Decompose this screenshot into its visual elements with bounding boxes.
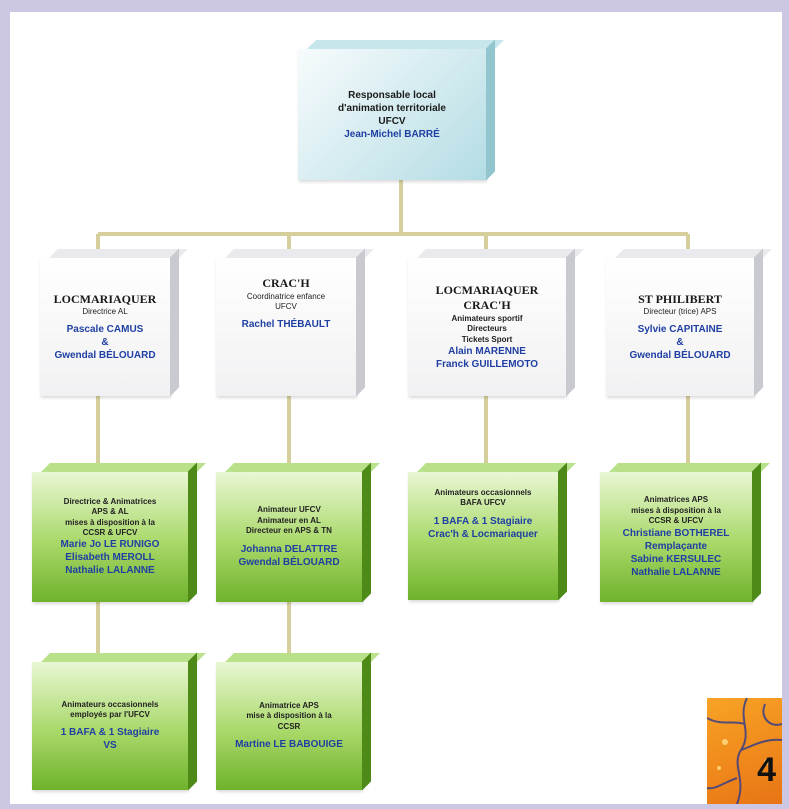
root-name: Jean-Michel BARRÉ xyxy=(344,128,440,140)
root-line-3: UFCV xyxy=(378,115,406,127)
col2-l3-line-3: CCSR xyxy=(277,721,301,731)
col1-l1-name-2: & xyxy=(101,337,109,349)
col3-level1-box: LOCMARIAQUER CRAC'H Animateurs sportif D… xyxy=(408,258,566,396)
page-number-badge: 4 xyxy=(707,698,782,804)
col4-l2-name-3: Sabine KERSULEC xyxy=(630,553,722,565)
col1-l2-name-2: Elisabeth MEROLL xyxy=(65,552,155,564)
col3-l1-name-2: Franck GUILLEMOTO xyxy=(435,359,539,371)
col2-l2-line-1: Animateur UFCV xyxy=(257,505,321,515)
col1-l3-line-1: Animateurs occasionnels xyxy=(61,699,159,709)
col1-l1-title: LOCMARIAQUER xyxy=(53,291,157,306)
col2-l2-line-2: Animateur en AL xyxy=(257,515,321,525)
col1-l2-line-4: CCSR & UFCV xyxy=(82,527,138,537)
col3-l2-line-2: BAFA UFCV xyxy=(460,498,506,508)
col3-l2-name-2: Crac'h & Locmariaquer xyxy=(428,528,538,540)
col1-l1-name-3: Gwendal BÉLOUARD xyxy=(54,350,156,362)
col1-l2-line-1: Directrice & Animatrices xyxy=(63,496,157,506)
col1-l2-name-3: Nathalie LALANNE xyxy=(65,565,155,577)
col4-l2-name-1: Christiane BOTHEREL xyxy=(622,527,730,539)
col4-l1-name-3: Gwendal BÉLOUARD xyxy=(629,350,731,362)
col2-level2-box: Animateur UFCV Animateur en AL Directeur… xyxy=(216,472,362,602)
col1-level3-box: Animateurs occasionnels employés par l'U… xyxy=(32,662,188,790)
col4-level2-box: Animatrices APS mises à disposition à la… xyxy=(600,472,752,602)
col4-l1-title: ST PHILIBERT xyxy=(638,291,722,306)
org-chart-canvas: Responsable local d'animation territoria… xyxy=(10,12,782,804)
col1-l1-role: Directrice AL xyxy=(82,307,128,317)
col3-l1-name-1: Alain MARENNE xyxy=(448,346,526,358)
col2-l3-line-1: Animatrice APS xyxy=(259,700,319,710)
col2-l3-line-2: mise à disposition à la xyxy=(246,711,332,721)
col4-l2-line-1: Animatrices APS xyxy=(643,495,709,505)
col1-l3-name-2: VS xyxy=(103,740,117,752)
root-box: Responsable local d'animation territoria… xyxy=(298,49,486,180)
col2-l1-name-1: Rachel THÉBAULT xyxy=(241,319,331,331)
col2-l1-role: Coordinatrice enfance UFCV xyxy=(246,291,326,311)
page-number: 4 xyxy=(757,751,776,789)
col3-l1-line-2: Directeurs xyxy=(467,324,507,334)
col4-l1-name-2: & xyxy=(676,337,684,349)
col1-level2-box: Directrice & Animatrices APS & AL mises … xyxy=(32,472,188,602)
col3-l2-line-1: Animateurs occasionnels xyxy=(434,488,532,497)
col2-l2-name-2: Gwendal BÉLOUARD xyxy=(238,556,340,568)
col3-l2-name-1: 1 BAFA & 1 Stagiaire xyxy=(433,515,533,527)
col4-l2-name-4: Nathalie LALANNE xyxy=(631,566,721,578)
col2-l1-title: CRAC'H xyxy=(262,276,310,290)
col4-level1-box: ST PHILIBERT Directeur (trice) APS Sylvi… xyxy=(606,258,754,396)
col3-l1-line-3: Tickets Sport xyxy=(461,334,513,344)
col1-l2-line-2: APS & AL xyxy=(91,507,129,517)
col3-l1-title-1: LOCMARIAQUER xyxy=(435,282,539,297)
col2-l2-line-3: Directeur en APS & TN xyxy=(246,526,332,536)
col4-l1-name-1: Sylvie CAPITAINE xyxy=(637,324,723,336)
col2-level1-box: CRAC'H Coordinatrice enfance UFCV Rachel… xyxy=(216,258,356,396)
col3-l1-line-1: Animateurs sportif xyxy=(451,314,523,323)
decorative-branch-icon xyxy=(707,698,782,804)
connector-lines xyxy=(96,180,690,662)
col3-level2-box: Animateurs occasionnels BAFA UFCV 1 BAFA… xyxy=(408,472,558,600)
col1-l1-name-1: Pascale CAMUS xyxy=(66,324,144,336)
col2-l2-name-1: Johanna DELATTRE xyxy=(240,543,338,555)
root-line-1: Responsable local xyxy=(348,89,436,101)
col4-l1-role: Directeur (trice) APS xyxy=(643,307,717,317)
col4-l2-line-3: CCSR & UFCV xyxy=(648,516,704,526)
col1-l2-line-3: mises à disposition à la xyxy=(65,517,155,527)
root-line-2: d'animation territoriale xyxy=(338,102,446,114)
col1-l3-name-1: 1 BAFA & 1 Stagiaire xyxy=(60,727,160,739)
col1-level1-box: LOCMARIAQUER Directrice AL Pascale CAMUS… xyxy=(40,258,170,396)
col4-l2-name-2: Remplaçante xyxy=(644,540,708,552)
col2-level3-box: Animatrice APS mise à disposition à la C… xyxy=(216,662,362,790)
col1-l3-line-2: employés par l'UFCV xyxy=(70,710,150,719)
col4-l2-line-2: mises à disposition à la xyxy=(631,505,721,515)
col2-l3-name-1: Martine LE BABOUIGE xyxy=(235,739,343,751)
col3-l1-title-2: CRAC'H xyxy=(463,298,511,313)
col1-l2-name-1: Marie Jo LE RUNIGO xyxy=(60,539,160,551)
